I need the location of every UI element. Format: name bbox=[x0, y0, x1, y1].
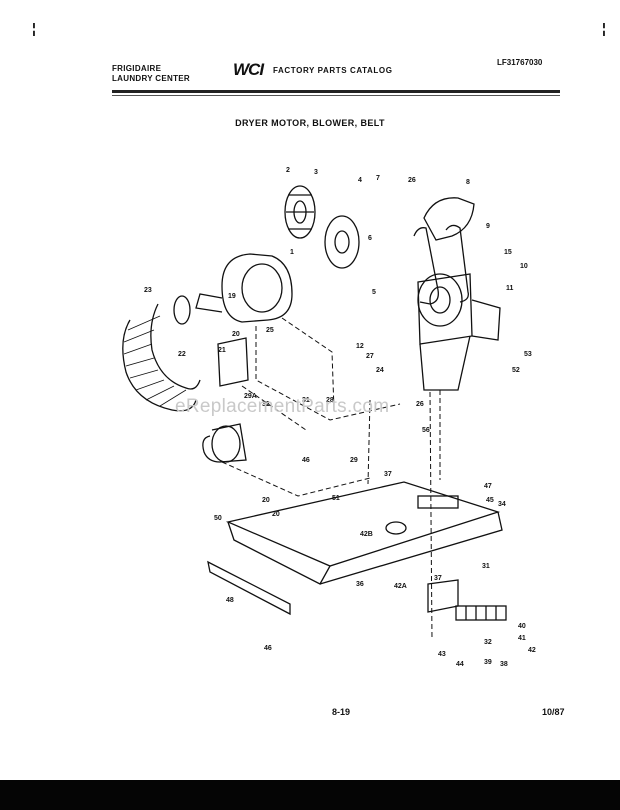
callout-7: 7 bbox=[376, 175, 380, 182]
page-left-margin bbox=[0, 0, 22, 780]
callout-40: 40 bbox=[518, 623, 526, 630]
callout-34: 34 bbox=[498, 501, 506, 508]
crop-mark-top-left: ¦ bbox=[32, 20, 36, 36]
drive-motor-part bbox=[413, 224, 501, 391]
revision-date: 10/87 bbox=[542, 707, 565, 717]
callout-6: 6 bbox=[368, 235, 372, 242]
base-plate-part bbox=[225, 481, 503, 585]
callout-2: 2 bbox=[286, 167, 290, 174]
callout-48: 48 bbox=[226, 597, 234, 604]
callout-22: 22 bbox=[178, 351, 186, 358]
header-rule bbox=[112, 90, 560, 93]
callout-46: 46 bbox=[264, 645, 272, 652]
callout-41: 41 bbox=[518, 635, 526, 642]
callout-24: 24 bbox=[376, 367, 384, 374]
callout-20: 20 bbox=[262, 497, 270, 504]
callout-12: 12 bbox=[356, 343, 364, 350]
rail-part bbox=[207, 560, 291, 616]
callout-43: 43 bbox=[438, 651, 446, 658]
assembly-leader-lines bbox=[221, 317, 441, 641]
page-number: 8-19 bbox=[332, 707, 351, 717]
callout-37: 37 bbox=[384, 471, 392, 478]
callout-44: 44 bbox=[456, 661, 464, 668]
wci-logo: WCI bbox=[233, 60, 264, 79]
crop-mark-top-right: ¦ bbox=[602, 20, 606, 36]
callout-52: 52 bbox=[512, 367, 520, 374]
callout-19: 19 bbox=[228, 293, 236, 300]
callout-36: 36 bbox=[356, 581, 364, 588]
callout-46: 46 bbox=[302, 457, 310, 464]
terminal-block-part bbox=[427, 579, 507, 621]
scan-bottom-border bbox=[0, 780, 620, 810]
callout-39: 39 bbox=[484, 659, 492, 666]
callout-21: 21 bbox=[218, 347, 226, 354]
callout-37: 37 bbox=[434, 575, 442, 582]
callout-9: 9 bbox=[486, 223, 490, 230]
callout-1: 1 bbox=[290, 249, 294, 256]
callout-53: 53 bbox=[524, 351, 532, 358]
callout-47: 47 bbox=[484, 483, 492, 490]
callout-50: 50 bbox=[214, 515, 222, 522]
exhaust-hose-part bbox=[122, 303, 201, 412]
callout-32: 32 bbox=[262, 401, 270, 408]
callout-10: 10 bbox=[520, 263, 528, 270]
callout-8: 8 bbox=[466, 179, 470, 186]
motor-bracket-part bbox=[423, 197, 475, 241]
callout-27: 27 bbox=[366, 353, 374, 360]
callout-45: 45 bbox=[486, 497, 494, 504]
callout-23: 23 bbox=[144, 287, 152, 294]
callout-3: 3 bbox=[314, 169, 318, 176]
blower-wheel-part bbox=[284, 185, 316, 239]
callout-42B: 42B bbox=[360, 531, 373, 538]
callout-31: 31 bbox=[482, 563, 490, 570]
brand-line-1: FRIGIDAIRE bbox=[112, 64, 162, 73]
brand-line-2: LAUNDRY CENTER bbox=[112, 74, 190, 83]
callout-28: 28 bbox=[326, 397, 334, 404]
mount-bracket-21 bbox=[217, 337, 249, 387]
callout-42A: 42A bbox=[394, 583, 407, 590]
callout-31: 31 bbox=[302, 397, 310, 404]
hose-clamp-ring bbox=[173, 295, 191, 325]
callout-4: 4 bbox=[358, 177, 362, 184]
header-rule-thin bbox=[112, 95, 560, 96]
callout-56: 56 bbox=[422, 427, 430, 434]
brand-label: FRIGIDAIRE LAUNDRY CENTER bbox=[112, 64, 190, 84]
callout-38: 38 bbox=[500, 661, 508, 668]
callout-26: 26 bbox=[416, 401, 424, 408]
blower-housing-part bbox=[195, 253, 293, 323]
callout-51: 51 bbox=[332, 495, 340, 502]
callout-11: 11 bbox=[506, 285, 514, 292]
callout-5: 5 bbox=[372, 289, 376, 296]
callout-32: 32 bbox=[484, 639, 492, 646]
callout-25: 25 bbox=[266, 327, 274, 334]
blower-seal-disk bbox=[324, 215, 360, 269]
model-number: LF31767030 bbox=[497, 58, 543, 67]
callout-29A: 29A bbox=[244, 393, 257, 400]
callout-20: 20 bbox=[272, 511, 280, 518]
catalog-title: FACTORY PARTS CATALOG bbox=[273, 66, 393, 75]
callout-20: 20 bbox=[232, 331, 240, 338]
watermark: eReplacementParts.com bbox=[175, 396, 390, 417]
callout-29: 29 bbox=[350, 457, 358, 464]
callout-15: 15 bbox=[504, 249, 512, 256]
diagram-title: DRYER MOTOR, BLOWER, BELT bbox=[235, 118, 385, 128]
callout-26: 26 bbox=[408, 177, 416, 184]
duct-adapter-part bbox=[202, 423, 247, 463]
callout-42: 42 bbox=[528, 647, 536, 654]
